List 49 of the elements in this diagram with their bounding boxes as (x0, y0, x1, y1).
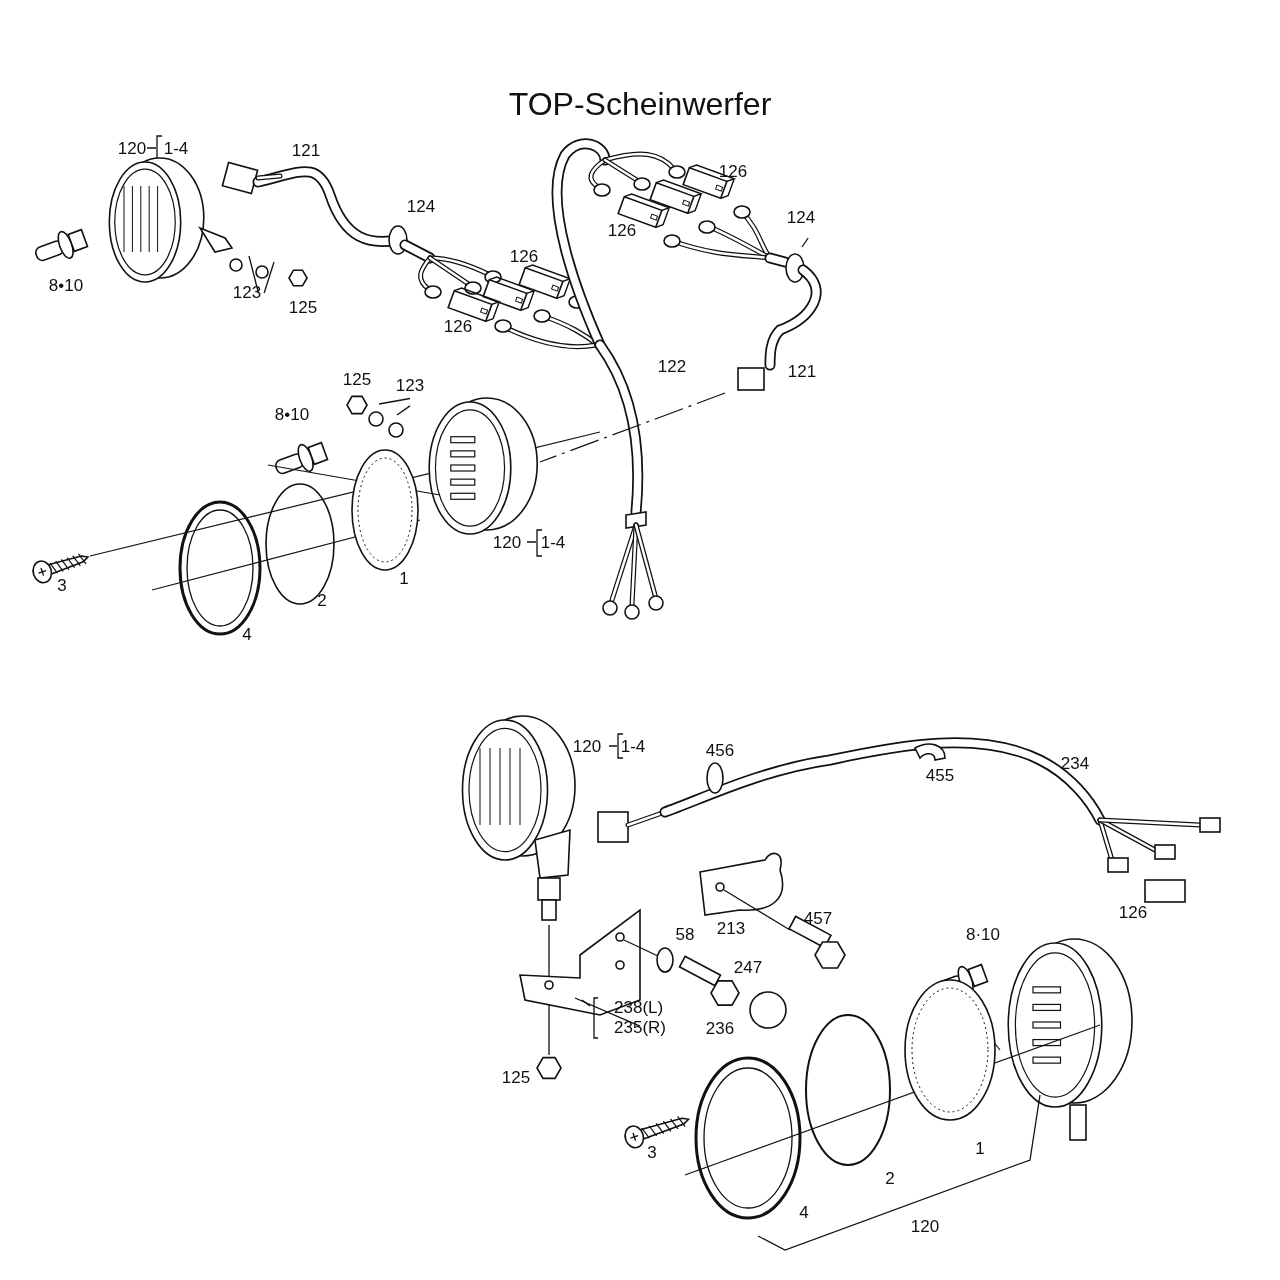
callout-number: 124 (406, 197, 436, 215)
callout-number: 120 (117, 139, 147, 157)
callout-number: 3 (647, 1143, 657, 1161)
callout-number: 121 (291, 141, 321, 159)
callout-number: 126 (509, 247, 539, 265)
callout-number: 235(R) (614, 1018, 666, 1038)
leader-line (378, 397, 411, 405)
callout-number: 123 (395, 376, 425, 396)
callout-number: 121 (787, 362, 817, 380)
callout-number: 123 (232, 283, 262, 303)
callout-number: 2 (317, 591, 327, 609)
callout-number: 126 (443, 317, 473, 335)
leader-line (263, 261, 275, 294)
callout-number: 8•10 (48, 276, 84, 294)
callout-number: 2 (885, 1169, 895, 1187)
callout-number: 126 (718, 162, 748, 180)
callout-number: 4 (242, 625, 252, 643)
callout-number: 125 (501, 1068, 531, 1086)
callout-number: 8·10 (966, 925, 1000, 943)
callout-number: 4 (799, 1203, 809, 1221)
callout-number: 234 (1060, 754, 1090, 772)
callout-number: 8•10 (274, 405, 310, 423)
leader-line (574, 997, 641, 1027)
callout-number: 1 (975, 1139, 985, 1157)
callout-number: 3 (57, 576, 67, 594)
callout-number: 120 (572, 737, 602, 755)
callout-number: 125 (288, 298, 318, 316)
callout-number: 120 (910, 1217, 940, 1235)
callout-number: 1-4 (620, 737, 646, 755)
callout-number: 124 (786, 208, 816, 228)
leader-line (396, 405, 411, 416)
callout-number: 120 (492, 533, 522, 551)
title: TOP-Scheinwerfer (507, 85, 773, 124)
callout-number: 455 (925, 766, 955, 784)
callout-number: 1-4 (540, 533, 566, 551)
callout-number: 457 (803, 909, 833, 927)
callout-number: 1-4 (163, 139, 189, 157)
callout-number: 247 (733, 958, 763, 976)
callout-number: 236 (705, 1019, 735, 1037)
callout-number: 122 (657, 357, 687, 375)
leader-line (801, 237, 809, 248)
callout-number: 456 (705, 741, 735, 759)
callout-number: 213 (716, 919, 746, 937)
callout-number: 126 (1118, 903, 1148, 921)
callout-number: 126 (607, 221, 637, 239)
callout-number: 125 (342, 370, 372, 388)
callout-number: 1 (399, 569, 409, 587)
callout-number: 58 (675, 925, 695, 943)
callout-number: 238(L) (614, 998, 664, 1018)
